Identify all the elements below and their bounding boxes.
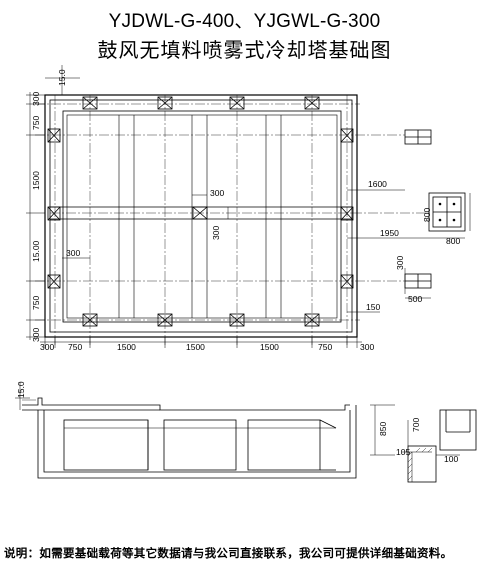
- title-model: YJDWL-G-400、YJGWL-G-300: [108, 11, 381, 32]
- dim-left-750-bot: 750: [31, 296, 41, 310]
- dim-bot-300-l: 300: [40, 342, 54, 352]
- plan-view: [26, 65, 471, 348]
- dim-bot-750-r: 750: [318, 342, 332, 352]
- dim-bot-750-l: 750: [68, 342, 82, 352]
- dim-150-right: 150: [366, 302, 380, 312]
- title-name: 鼓风无填料喷雾式冷却塔基础图: [97, 38, 392, 62]
- dim-bot-1500-a: 1500: [117, 342, 136, 352]
- section-view: [15, 382, 477, 483]
- dim-left-300-inner: 300: [66, 248, 80, 258]
- dim-left-1500-a: 1500: [31, 171, 41, 190]
- dim-pad-800-h: 800: [446, 236, 460, 246]
- section-hatch: [407, 447, 433, 481]
- dim-pad-300: 300: [395, 256, 405, 270]
- dim-1950: 1950: [380, 228, 399, 238]
- dim-1600: 1600: [368, 179, 387, 189]
- dim-bot-1500-c: 1500: [260, 342, 279, 352]
- dim-left-300-bot: 300: [31, 328, 41, 342]
- dim-beam-300: 300: [210, 188, 224, 198]
- dim-sec-100: 100: [444, 454, 458, 464]
- dim-top-150: 15.0: [57, 69, 67, 86]
- dim-pad-500: 500: [408, 294, 422, 304]
- dim-left-300-top: 300: [31, 92, 41, 106]
- dim-sec-105: 105: [396, 447, 410, 457]
- dim-beam-300-v: 300: [211, 226, 221, 240]
- foundation-drawing: 15.0 300 750 1500 15.00 750 300 300 750 …: [15, 65, 477, 483]
- dim-sec-850: 850: [378, 422, 388, 436]
- dim-pad-800-v: 800: [422, 208, 432, 222]
- dim-sec-150: 15.0: [16, 381, 26, 398]
- dim-left-750-top: 750: [31, 116, 41, 130]
- dim-bot-1500-b: 1500: [186, 342, 205, 352]
- plan-dimensions: 15.0 300 750 1500 15.00 750 300 300 750 …: [31, 69, 460, 352]
- dim-bot-300-r: 300: [360, 342, 374, 352]
- section-dimensions: 15.0 850 700 105 100: [16, 381, 458, 464]
- dim-left-1500-b: 15.00: [31, 240, 41, 262]
- dim-sec-700: 700: [411, 418, 421, 432]
- note-text: 说明：如需要基础载荷等其它数据请与我公司直接联系，我公司可提供详细基础资料。: [4, 546, 453, 560]
